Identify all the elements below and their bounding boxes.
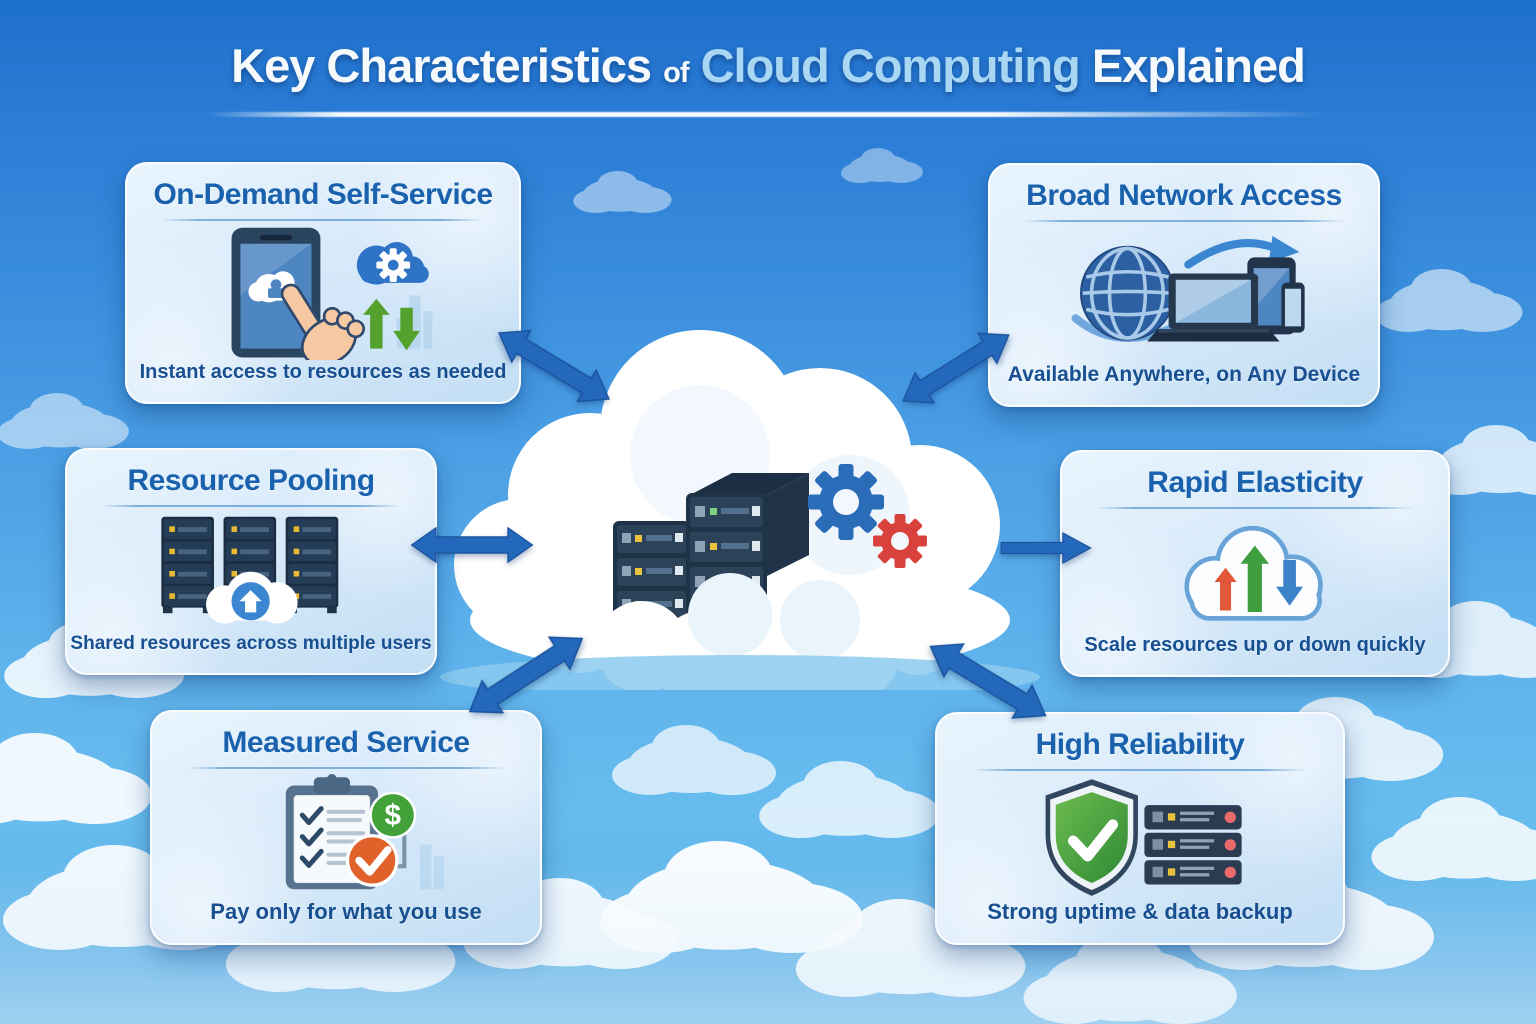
connector-arrow-bottom-left bbox=[455, 618, 597, 733]
title-part-key: Key Characteristics bbox=[231, 39, 652, 92]
gear-icon bbox=[808, 464, 884, 540]
broad-network-access-icon bbox=[1002, 226, 1366, 363]
central-cloud-illustration bbox=[440, 330, 1040, 690]
card-caption: Instant access to resources as needed bbox=[139, 361, 507, 383]
card-high-reliability: High Reliability bbox=[935, 712, 1345, 945]
card-caption: Available Anywhere, on Any Device bbox=[1007, 363, 1361, 386]
title-part-of: of bbox=[663, 57, 689, 89]
card-title-divider bbox=[99, 505, 403, 507]
connector-arrow-top-left bbox=[485, 312, 624, 420]
card-broad-network-access: Broad Network Access bbox=[988, 163, 1380, 407]
server-stack-icon bbox=[1144, 805, 1242, 885]
connector-arrow-mid-left bbox=[409, 522, 535, 568]
title-part-cloud-computing: Cloud Computing bbox=[700, 39, 1081, 92]
card-caption: Scale resources up or down quickly bbox=[1084, 634, 1426, 656]
measured-service-icon: $ bbox=[164, 773, 528, 899]
cloud-gear-icon bbox=[356, 242, 429, 285]
connector-arrow-mid-right bbox=[998, 526, 1093, 570]
card-caption: Strong uptime & data backup bbox=[987, 899, 1293, 924]
card-title: Rapid Elasticity bbox=[1147, 466, 1363, 499]
tablet-icon bbox=[231, 228, 321, 358]
rapid-elasticity-icon bbox=[1074, 513, 1436, 634]
dollar-badge-icon: $ bbox=[369, 791, 417, 839]
title-divider bbox=[205, 112, 1330, 117]
card-title: Resource Pooling bbox=[127, 464, 375, 497]
city-skyline-decoration bbox=[420, 845, 444, 890]
high-reliability-icon bbox=[949, 775, 1331, 899]
card-on-demand-self-service: On-Demand Self-Service bbox=[125, 162, 521, 404]
check-badge-icon bbox=[346, 834, 399, 888]
globe-icon bbox=[1080, 246, 1176, 342]
page-title: Key Characteristics of Cloud Computing E… bbox=[0, 38, 1536, 93]
pointing-hand-icon bbox=[280, 283, 365, 360]
card-title-divider bbox=[161, 219, 485, 221]
card-rapid-elasticity: Rapid Elasticity bbox=[1060, 450, 1450, 677]
card-title: On-Demand Self-Service bbox=[153, 178, 493, 211]
resource-pooling-icon bbox=[79, 511, 423, 633]
scale-up-arrow-small bbox=[1214, 567, 1237, 611]
scale-up-arrow-large bbox=[1240, 545, 1270, 613]
card-title: Measured Service bbox=[222, 726, 470, 759]
connector-arrow-bottom-right bbox=[916, 625, 1060, 737]
upload-cloud-icon bbox=[206, 571, 299, 624]
card-resource-pooling: Resource Pooling bbox=[65, 448, 437, 675]
card-measured-service: Measured Service bbox=[150, 710, 542, 945]
shield-check-icon bbox=[1045, 779, 1138, 897]
gear-icon bbox=[873, 514, 927, 568]
sync-arrows-icon bbox=[362, 299, 420, 351]
title-part-explained: Explained bbox=[1091, 39, 1306, 92]
scale-down-arrow bbox=[1276, 560, 1304, 606]
card-title-divider bbox=[971, 769, 1309, 771]
card-title: Broad Network Access bbox=[1026, 179, 1342, 212]
card-caption: Pay only for what you use bbox=[210, 899, 482, 924]
on-demand-self-service-icon bbox=[139, 225, 507, 361]
connector-arrow-top-right bbox=[889, 314, 1024, 422]
card-caption: Shared resources across multiple users bbox=[70, 633, 432, 654]
card-title-divider bbox=[1095, 507, 1415, 509]
server-racks-icon bbox=[161, 517, 339, 614]
card-title-divider bbox=[185, 767, 507, 769]
svg-text:$: $ bbox=[385, 799, 402, 832]
phone-icon bbox=[1281, 282, 1305, 333]
laptop-icon bbox=[1147, 273, 1280, 342]
curved-arrow-icon bbox=[1184, 236, 1300, 269]
card-title-divider bbox=[1023, 220, 1345, 222]
card-title: High Reliability bbox=[1035, 728, 1245, 761]
